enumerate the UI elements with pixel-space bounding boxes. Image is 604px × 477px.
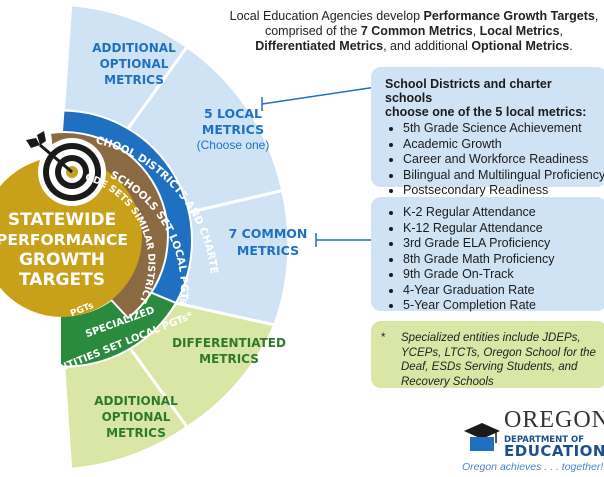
intro-text-6: , and additional [383, 39, 472, 53]
list-item: Bilingual and Multilingual Proficiency [403, 168, 604, 184]
footnote-text: Specialized entities include JDEPs, YCEP… [401, 332, 596, 388]
intro-bold-optional: Optional Metrics [471, 39, 570, 53]
target-icon [26, 131, 106, 206]
common-metrics-list: K-2 Regular Attendance K-12 Regular Atte… [371, 205, 604, 314]
common-metrics-box: K-2 Regular Attendance K-12 Regular Atte… [371, 197, 604, 314]
differentiated-line-2: METRICS [199, 352, 259, 366]
local-connector [261, 85, 384, 111]
additional-bottom-line-1: ADDITIONAL [94, 394, 178, 408]
intro-text-2: , [594, 9, 599, 23]
common-connector [315, 233, 371, 247]
intro-text-1: Local Education Agencies develop [229, 9, 424, 23]
center-line-3: GROWTH [19, 250, 105, 270]
graduation-cap-oregon-icon [464, 423, 500, 451]
list-item: Academic Growth [403, 137, 604, 153]
statewide-pgt-center [0, 157, 142, 317]
intro-text-5: , [559, 24, 564, 38]
local-box-title-2: choose one of the 5 local metrics: [385, 105, 587, 119]
intro-bold-common: 7 Common Metrics [360, 24, 473, 38]
logo-word-education: EDUCATION [504, 442, 604, 460]
intro-bold-local: Local Metrics [479, 24, 560, 38]
intro-text-3: comprised of the [264, 24, 361, 38]
list-item: K-2 Regular Attendance [403, 205, 604, 221]
local-metrics-list: 5th Grade Science Achievement Academic G… [371, 121, 604, 199]
common-metrics-line-1: 7 COMMON [229, 226, 308, 241]
additional-bottom-line-3: METRICS [106, 426, 166, 440]
choose-one-text: (Choose one) [197, 138, 270, 152]
logo-word-oregon: OREGON [504, 407, 604, 433]
list-item: Career and Workforce Readiness [403, 152, 604, 168]
list-item: 5th Grade Science Achievement [403, 121, 604, 137]
additional-bottom-line-2: OPTIONAL [102, 410, 171, 424]
list-item: 9th Grade On-Track [403, 267, 604, 283]
list-item: 3rd Grade ELA Proficiency [403, 236, 604, 252]
local-metrics-box: School Districts and charter schools cho… [371, 67, 604, 197]
logo-word-department: DEPARTMENT OF [504, 435, 585, 445]
list-item: K-12 Regular Attendance [403, 221, 604, 237]
intro-text: Local Education Agencies develop Perform… [226, 9, 602, 54]
additional-top-line-3: METRICS [104, 73, 164, 87]
logo-tagline: Oregon achieves . . . together! [462, 461, 604, 473]
center-line-2: PERFORMANCE [0, 231, 128, 249]
list-item: 4-Year Graduation Rate [403, 283, 604, 299]
center-line-4: TARGETS [19, 270, 105, 290]
list-item: 8th Grade Math Proficiency [403, 252, 604, 268]
local-metrics-line-2: METRICS [202, 122, 264, 137]
footnote-star: * [381, 332, 386, 344]
local-box-title-1: School Districts and charter schools [385, 77, 552, 105]
intro-bold-pgt: Performance Growth Targets [423, 9, 595, 23]
specialized-footnote-box: * Specialized entities include JDEPs, YC… [371, 321, 604, 388]
intro-text-7: . [569, 39, 573, 53]
additional-top-line-2: OPTIONAL [100, 57, 169, 71]
footnote: * Specialized entities include JDEPs, YC… [381, 331, 601, 389]
local-box-title: School Districts and charter schools cho… [371, 67, 604, 119]
ode-logo: OREGON DEPARTMENT OF EDUCATION Oregon ac… [462, 405, 604, 475]
list-item: 5-Year Completion Rate [403, 298, 604, 314]
intro-bold-differentiated: Differentiated Metrics [255, 39, 384, 53]
additional-top-line-1: ADDITIONAL [92, 41, 176, 55]
local-metrics-line-1: 5 LOCAL [204, 106, 262, 121]
list-item: Postsecondary Readiness [403, 183, 604, 199]
differentiated-line-1: DIFFERENTIATED [172, 336, 286, 350]
intro-text-4: , [472, 24, 480, 38]
center-line-1: STATEWIDE [8, 210, 116, 230]
common-metrics-line-2: METRICS [237, 243, 299, 258]
